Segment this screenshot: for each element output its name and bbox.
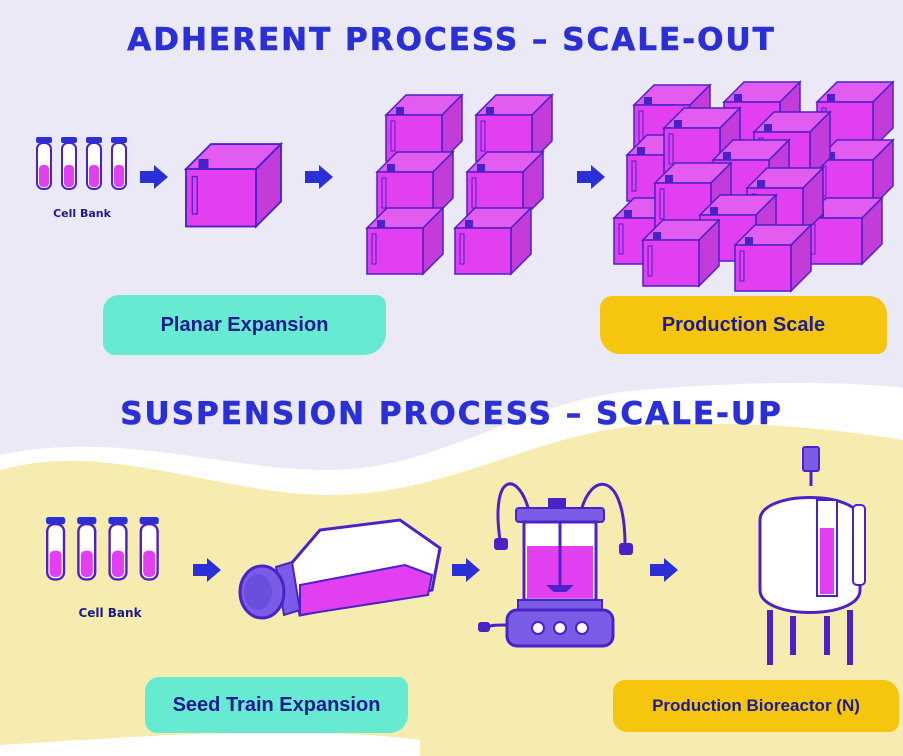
arrow-icon	[577, 165, 605, 189]
production-scale-label: Production Scale	[600, 296, 887, 354]
cell-bank-bottom	[44, 515, 161, 581]
adherent-process-title: ADHERENT PROCESS – SCALE-OUT	[127, 22, 776, 59]
cell-bank-label: Cell Bank	[78, 606, 142, 620]
arrow-icon	[140, 165, 168, 189]
arrow-icon	[452, 558, 480, 582]
planar-expansion-label: Planar Expansion	[103, 295, 386, 355]
arrow-icon	[193, 558, 221, 582]
t-flask-icon	[238, 518, 442, 620]
production-flasks-icon	[613, 81, 894, 292]
cell-bank-label: Cell Bank	[53, 207, 111, 220]
production-bioreactor-label: Production Bioreactor (N)	[613, 680, 899, 732]
production-bioreactor-icon	[758, 446, 866, 665]
seed-train-expansion-label: Seed Train Expansion	[145, 677, 408, 733]
arrow-icon	[305, 165, 333, 189]
bottom-white-patch	[0, 732, 420, 756]
planar-flask-icon	[185, 143, 282, 228]
suspension-process-title: SUSPENSION PROCESS – SCALE-UP	[120, 396, 783, 433]
benchtop-bioreactor-icon	[478, 482, 633, 648]
yellow-wave	[0, 423, 903, 756]
cell-bank-top	[35, 136, 128, 190]
scale-out-flasks-icon	[366, 94, 553, 275]
arrow-icon	[650, 558, 678, 582]
